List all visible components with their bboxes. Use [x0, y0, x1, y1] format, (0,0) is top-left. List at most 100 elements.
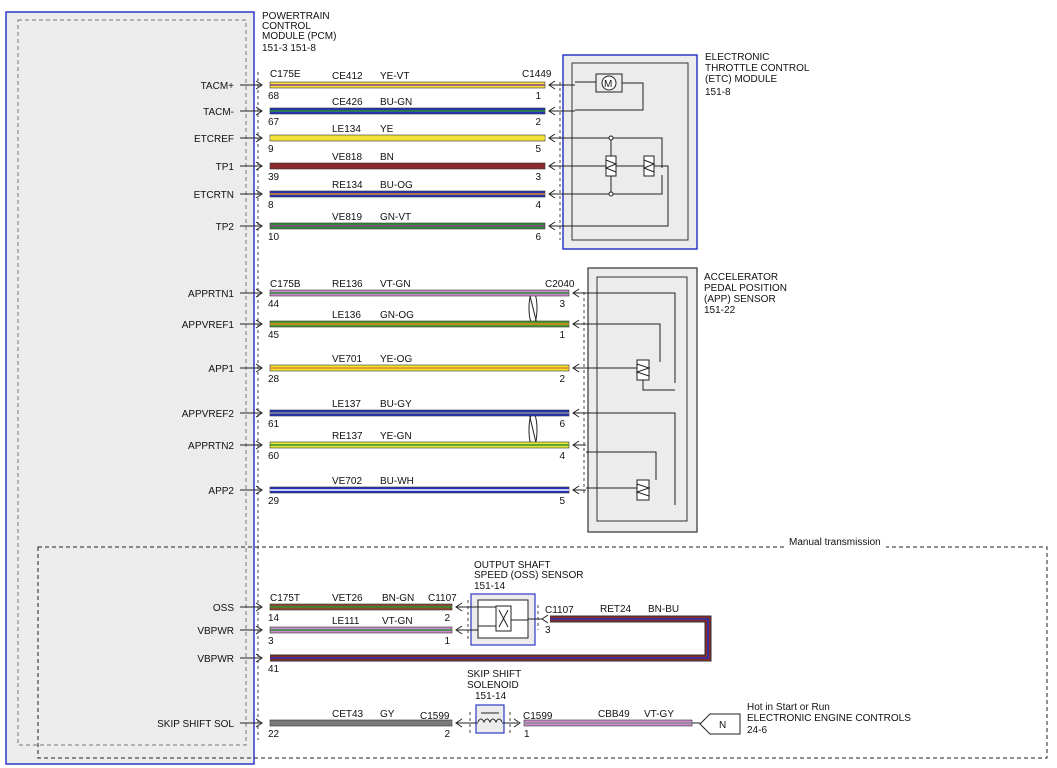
oss-wire-1-pin-dev: 1: [444, 636, 450, 647]
etc-wire-5-pcm-arrow: [255, 221, 263, 231]
pcm-title-4: 151-3 151-8: [262, 43, 316, 54]
oss-wire-1-signal-label: VBPWR: [197, 626, 234, 637]
vbpwr-bus-pin-dev: 3: [545, 625, 551, 636]
app-wire-4-signal-label: APPRTN2: [188, 441, 234, 452]
oss-wire-0-pcm-arrow: [255, 602, 263, 612]
app-wire-3-pcm-arrow: [255, 408, 263, 418]
app-wire-0-color-code: VT-GN: [380, 279, 411, 290]
etc-inner-box: [571, 62, 689, 241]
oss-sensor-icon: [478, 605, 528, 632]
etc-wire-0-pin-dev: 1: [535, 91, 541, 102]
etc-wire-2-pin-pcm: 9: [268, 144, 274, 155]
vbpwr-bus-stripe: [270, 618, 709, 659]
twisted-pair-1-icon: [528, 291, 538, 325]
app-wire-0-pin-dev: 3: [559, 299, 565, 310]
etc-title-3: (ETC) MODULE: [705, 74, 778, 85]
etc-wire-1-circuit: CE426: [332, 97, 363, 108]
etc-wire-0-pin-pcm: 68: [268, 91, 280, 102]
etc-wire-2-pcm-arrow: [255, 133, 263, 143]
manual-transmission-region: [37, 546, 1048, 759]
etc-wire-2-circuit: LE134: [332, 124, 361, 135]
oss-wire-0-signal-label: OSS: [213, 603, 234, 614]
skip-wire-circuit: CET43: [332, 709, 364, 720]
pcm-module-box: [5, 11, 255, 765]
etc-wire-1-pin-dev: 2: [535, 117, 541, 128]
app-wire-3-pin-dev: 6: [559, 419, 565, 430]
manual-transmission-label: Manual transmission: [789, 537, 881, 548]
app-wire-1-signal-label: APPVREF1: [182, 320, 235, 331]
etc-wire-1-pin-pcm: 67: [268, 117, 280, 128]
etc-wire-3-pcm-arrow: [255, 161, 263, 171]
connector-c2040: C2040: [545, 279, 575, 290]
etc-title-4: 151-8: [705, 87, 731, 98]
skip-wire-pin-pcm: 22: [268, 729, 280, 740]
hot-note-2: ELECTRONIC ENGINE CONTROLS: [747, 713, 911, 724]
skip-wire-pin-dev: 2: [444, 729, 450, 740]
skip-out-arrow: [513, 718, 521, 728]
vbpwr-bus-pin-pcm: 41: [268, 664, 280, 675]
motor-symbol: M: [604, 79, 612, 90]
app-wire-1-circuit: LE136: [332, 310, 361, 321]
app-wire-2-pcm-arrow: [255, 363, 263, 373]
app-title-1: ACCELERATOR: [704, 272, 778, 283]
app-wire-2-signal-label: APP1: [208, 364, 234, 375]
app-wire-1-pcm-arrow: [255, 319, 263, 329]
pcm-title-2: CONTROL: [262, 21, 311, 32]
app-wire-1-pin-pcm: 45: [268, 330, 280, 341]
etc-wire-0-signal-label: TACM+: [201, 81, 235, 92]
app-wire-1-pin-dev: 1: [559, 330, 565, 341]
node-n-icon: N: [699, 713, 741, 735]
app-wire-0-pcm-arrow: [255, 288, 263, 298]
solenoid-coil-icon: [477, 712, 503, 724]
app-wire-4-pcm-arrow: [255, 440, 263, 450]
app-title-3: (APP) SENSOR: [704, 294, 776, 305]
etc-wire-3-signal-label: TP1: [216, 162, 235, 173]
etc-wire-3-circuit: VE818: [332, 152, 362, 163]
connector-c1599-out: C1599: [523, 711, 553, 722]
app-wire-2-color-code: YE-OG: [380, 354, 412, 365]
hot-note-3: 24-6: [747, 725, 767, 736]
node-n-label: N: [719, 720, 726, 731]
skip-out-color-code: VT-GY: [644, 709, 674, 720]
oss-wire-1-pin-pcm: 3: [268, 636, 274, 647]
app-wire-3-signal-label: APPVREF2: [182, 409, 235, 420]
skip-title-1: SKIP SHIFT: [467, 669, 521, 680]
etc-wire-4-signal-label: ETCRTN: [194, 190, 234, 201]
connector-c175e: C175E: [270, 69, 301, 80]
app-wire-4-color-code: YE-GN: [380, 431, 412, 442]
app-sensor-pots-icon: [586, 292, 676, 505]
etc-wire-4-pcm-arrow: [255, 189, 263, 199]
hot-note-1: Hot in Start or Run: [747, 702, 830, 713]
etc-wire-2-pin-dev: 5: [535, 144, 541, 155]
skip-title-3: 151-14: [475, 691, 507, 702]
app-wire-5-pcm-arrow: [255, 485, 263, 495]
oss-wire-0-pin-pcm: 14: [268, 613, 280, 624]
oss-wire-0-circuit: VET26: [332, 593, 363, 604]
app-wire-3-color-code: BU-GY: [380, 399, 412, 410]
etc-wire-5-circuit: VE819: [332, 212, 362, 223]
vbpwr-bus-color-code: BN-BU: [648, 604, 679, 615]
skip-out-pin: 1: [524, 729, 530, 740]
etc-wire-4-circuit: RE134: [332, 180, 363, 191]
etc-title-2: THROTTLE CONTROL: [705, 63, 810, 74]
oss-title-1: OUTPUT SHAFT: [474, 560, 550, 571]
throttle-position-sensors-icon: [575, 135, 669, 227]
app-wire-2-pin-pcm: 28: [268, 374, 280, 385]
app-wire-4-circuit: RE137: [332, 431, 363, 442]
etc-wire-2-color-code: YE: [380, 124, 394, 135]
etc-wire-5-pin-dev: 6: [535, 232, 541, 243]
oss-wire-0-color-code: BN-GN: [382, 593, 414, 604]
skip-out-circuit: CBB49: [598, 709, 630, 720]
etc-wire-3-pin-dev: 3: [535, 172, 541, 183]
etc-title-1: ELECTRONIC: [705, 52, 769, 63]
oss-title-2: SPEED (OSS) SENSOR: [474, 570, 583, 581]
etc-wire-5-pin-pcm: 10: [268, 232, 280, 243]
vbpwr-bus-circuit: RET24: [600, 604, 632, 615]
oss-wire-0-pin-dev: 2: [444, 613, 450, 624]
etc-wire-1-signal-label: TACM-: [203, 107, 234, 118]
skip-wire-pcm-arrow: [255, 718, 263, 728]
etc-wire-3-color-code: BN: [380, 152, 394, 163]
etc-wire-0-color-code: YE-VT: [380, 71, 409, 82]
app-wire-4-pin-dev: 4: [559, 451, 565, 462]
